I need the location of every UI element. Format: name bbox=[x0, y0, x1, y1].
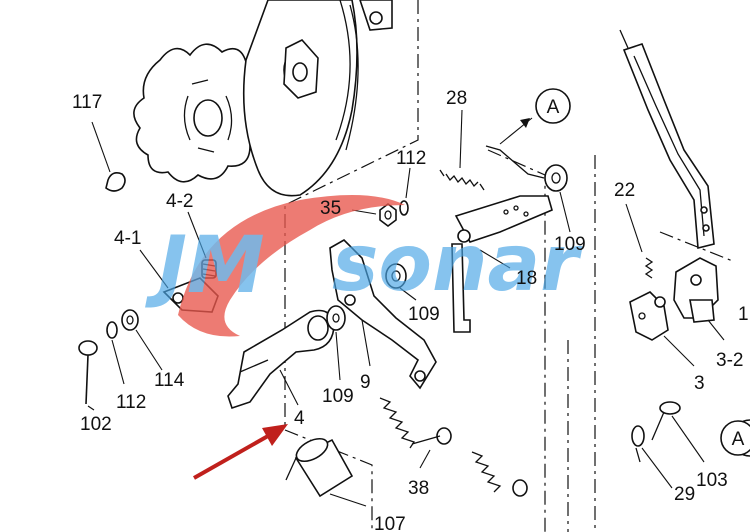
label-38: 38 bbox=[408, 478, 429, 499]
label-114: 114 bbox=[154, 370, 185, 391]
watermark-brand-left: JM bbox=[145, 221, 265, 311]
large-toothed-wheel bbox=[242, 0, 393, 197]
label-28: 28 bbox=[446, 88, 467, 109]
sprocket-gear bbox=[133, 43, 270, 183]
view-a-label-bottom: A bbox=[732, 429, 745, 450]
watermark-red-swoosh bbox=[178, 195, 405, 337]
part-114-washer bbox=[121, 309, 163, 371]
part-18-bracket bbox=[451, 145, 553, 333]
highlight-arrow bbox=[193, 424, 288, 480]
label-3: 3 bbox=[694, 373, 705, 394]
label-4-1: 4-1 bbox=[114, 228, 141, 249]
part-3-plate bbox=[629, 291, 695, 367]
label-117: 117 bbox=[72, 92, 102, 113]
view-a-callout-bottom: A bbox=[720, 419, 750, 457]
part-103-screw bbox=[651, 401, 705, 463]
part-107-roller bbox=[285, 437, 367, 507]
part-112-washer-left bbox=[106, 321, 125, 385]
label-102: 102 bbox=[80, 414, 112, 435]
label-9: 9 bbox=[360, 372, 371, 393]
view-a-callout-top: A bbox=[499, 88, 571, 145]
part-28-spring bbox=[439, 109, 485, 191]
view-a-label-top: A bbox=[547, 97, 560, 118]
part-109-washer-a bbox=[326, 305, 346, 381]
part-9-plate bbox=[329, 239, 437, 390]
label-103: 103 bbox=[696, 470, 728, 491]
label-4: 4 bbox=[294, 408, 305, 429]
label-112-right: 112 bbox=[396, 148, 426, 169]
label-3-2: 3-2 bbox=[716, 350, 743, 371]
part-109-washer-c bbox=[544, 164, 571, 233]
part-4-lever bbox=[227, 309, 335, 410]
watermark-brand-right: sonar bbox=[332, 219, 583, 309]
label-109-middle: 109 bbox=[408, 304, 440, 325]
part-labels: 117 4-2 4-1 102 112 114 4 109 9 109 35 1… bbox=[72, 88, 749, 532]
part-117-clip bbox=[91, 121, 126, 192]
watermark: JM sonar bbox=[145, 195, 583, 337]
part-38-springs bbox=[379, 397, 528, 497]
part-112-washer-right bbox=[399, 167, 411, 216]
label-35: 35 bbox=[320, 198, 341, 219]
label-18: 18 bbox=[516, 268, 537, 289]
part-29-pin bbox=[631, 425, 673, 489]
label-29: 29 bbox=[674, 484, 695, 505]
label-109-lower: 109 bbox=[322, 386, 354, 407]
right-strap bbox=[619, 29, 715, 250]
part-109-washer-b bbox=[385, 263, 417, 301]
label-112-left: 112 bbox=[116, 392, 146, 413]
part-102-screw bbox=[78, 340, 98, 411]
part-22-spring bbox=[625, 203, 654, 279]
label-22: 22 bbox=[614, 180, 635, 201]
part-3-2-assembly bbox=[673, 257, 725, 341]
label-4-2: 4-2 bbox=[166, 191, 193, 212]
label-1: 1 bbox=[738, 304, 749, 325]
label-109-upper: 109 bbox=[554, 234, 586, 255]
label-107: 107 bbox=[374, 514, 406, 532]
